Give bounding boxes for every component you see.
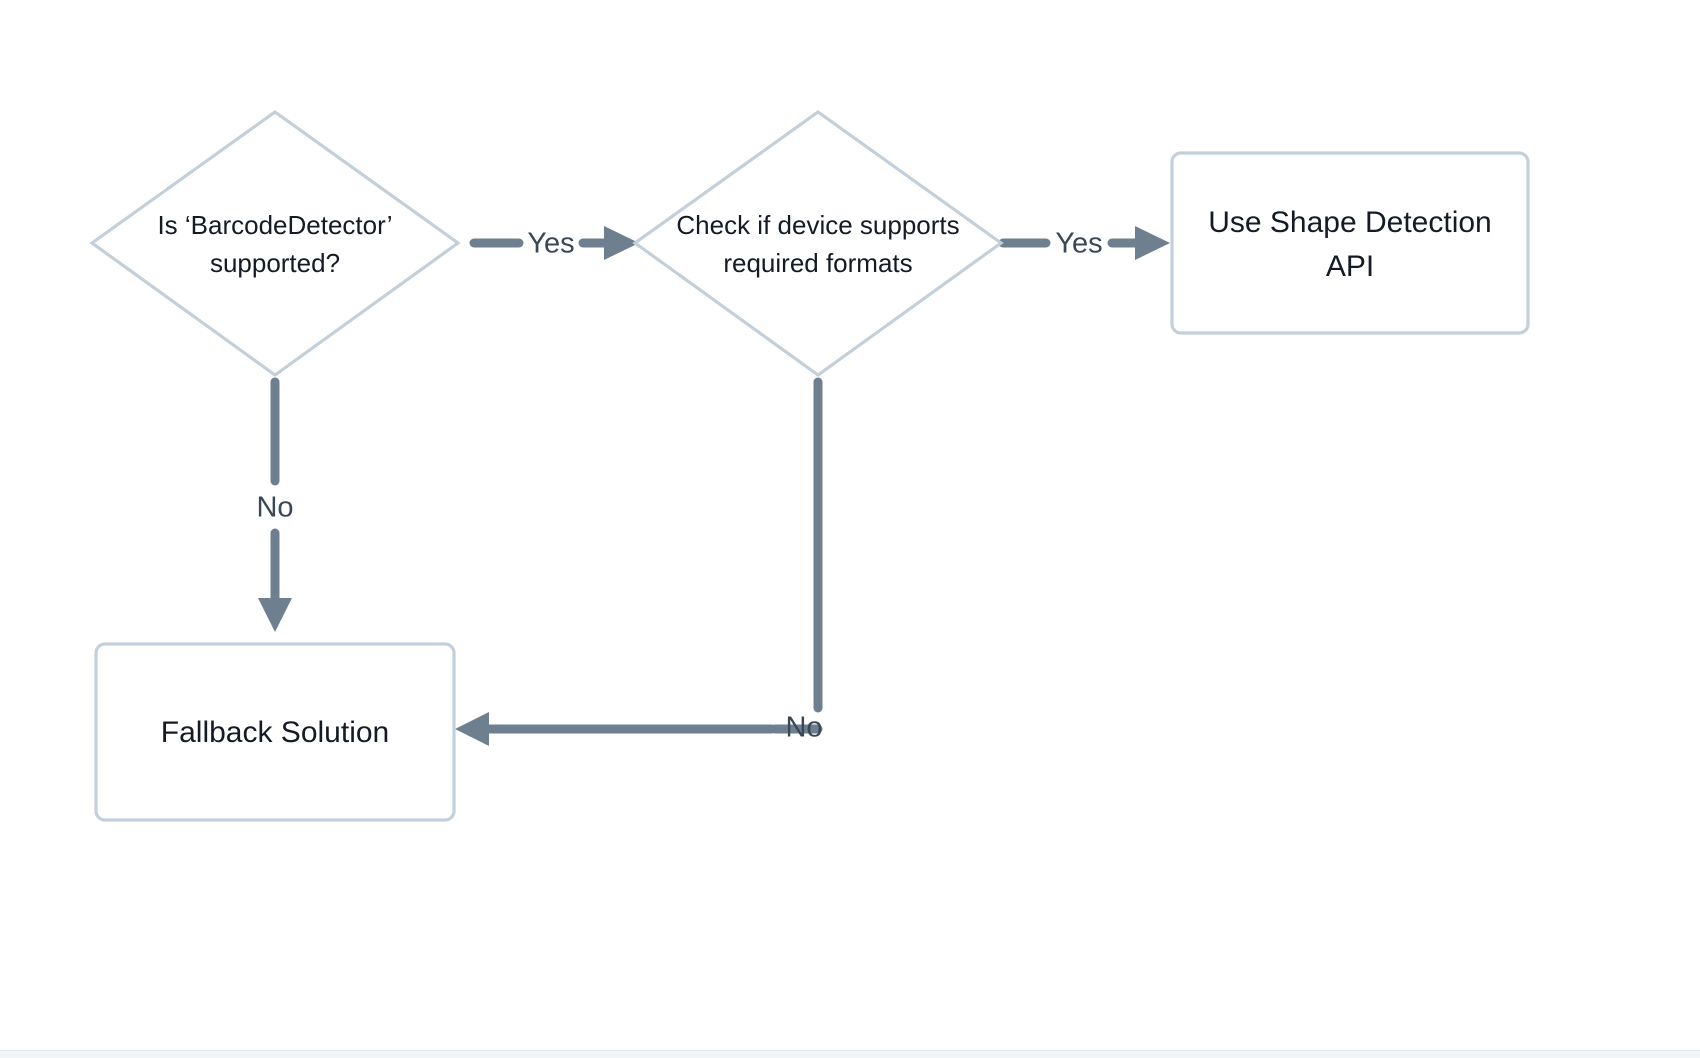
edge-formats-yes: Yes bbox=[998, 226, 1170, 260]
node-barcodedetector-supported-line1: Is ‘BarcodeDetector’ bbox=[157, 210, 392, 240]
node-use-shape-detection-api-line1: Use Shape Detection bbox=[1208, 206, 1492, 239]
node-barcodedetector-supported[interactable]: Is ‘BarcodeDetector’ supported? bbox=[89, 110, 461, 377]
node-barcodedetector-supported-shape[interactable] bbox=[89, 110, 461, 377]
horizontal-scrollbar[interactable] bbox=[0, 1050, 1700, 1058]
edge-formats-yes-arrowhead bbox=[1135, 226, 1170, 260]
node-check-device-formats-shape[interactable] bbox=[632, 110, 1004, 377]
edge-supported-yes-arrowhead bbox=[604, 226, 639, 260]
edge-formats-no: No bbox=[455, 377, 823, 746]
edge-label-formats-no: No bbox=[785, 712, 822, 744]
node-use-shape-detection-api[interactable]: Use Shape Detection API bbox=[1170, 151, 1530, 335]
node-use-shape-detection-api-line2: API bbox=[1326, 250, 1374, 283]
edge-label-supported-no: No bbox=[256, 492, 293, 524]
node-fallback-solution-line1: Fallback Solution bbox=[161, 716, 389, 749]
edge-label-supported-yes: Yes bbox=[527, 228, 574, 260]
node-fallback-solution-shape[interactable] bbox=[94, 642, 456, 822]
node-check-device-formats-line1: Check if device supports bbox=[676, 210, 959, 240]
node-check-device-formats-line2: required formats bbox=[723, 248, 912, 278]
edge-label-formats-yes: Yes bbox=[1055, 228, 1102, 260]
node-use-shape-detection-api-shape[interactable] bbox=[1170, 151, 1530, 335]
edge-formats-no-arrowhead bbox=[455, 712, 489, 746]
node-fallback-solution[interactable]: Fallback Solution bbox=[94, 642, 456, 822]
node-barcodedetector-supported-line2: supported? bbox=[210, 248, 340, 278]
node-check-device-formats[interactable]: Check if device supports required format… bbox=[632, 110, 1004, 377]
edge-supported-no: No bbox=[256, 377, 294, 632]
edge-supported-no-arrowhead bbox=[258, 598, 292, 632]
edge-supported-yes: Yes bbox=[469, 226, 639, 260]
